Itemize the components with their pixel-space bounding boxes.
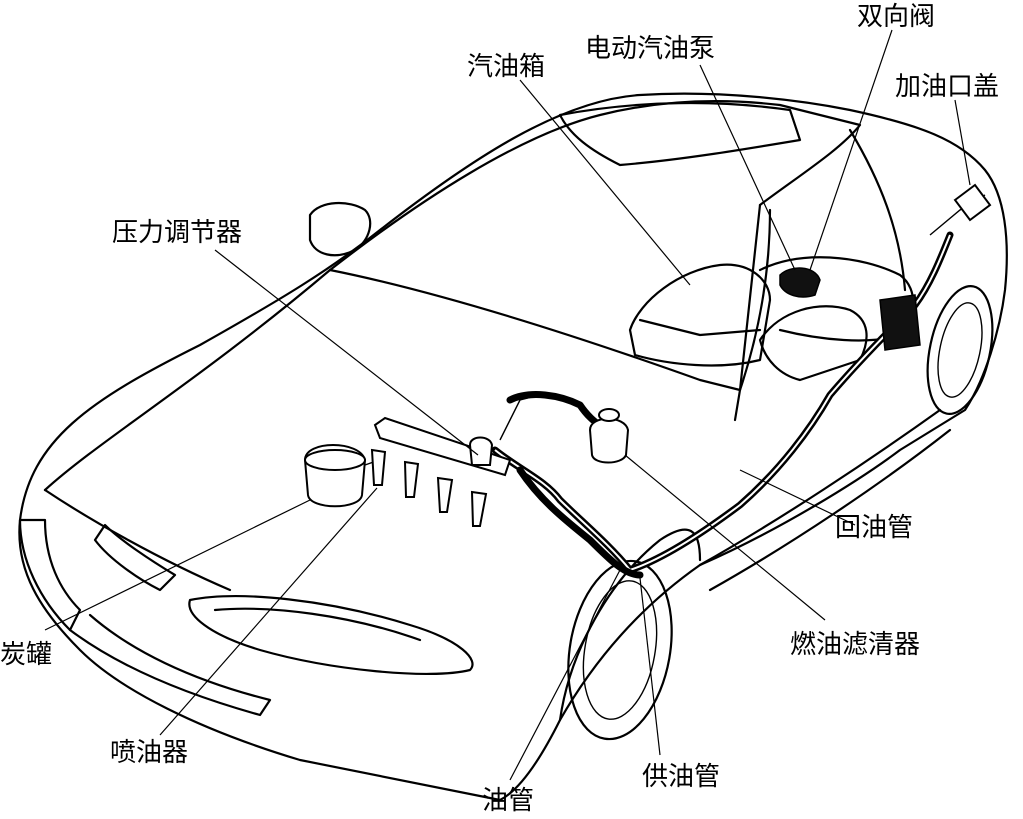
fuel-pump-icon [779, 267, 821, 298]
pressure-regulator-icon [468, 436, 494, 466]
fuel-filter-icon [588, 417, 630, 464]
label-injector: 喷油器 [110, 738, 189, 768]
injector-icons [370, 448, 488, 527]
car-body [18, 92, 1008, 802]
label-charcoal-canister: 炭罐 [0, 640, 53, 670]
label-fuel-filter: 燃油滤清器 [790, 630, 921, 660]
label-fuel-line: 油管 [482, 786, 535, 816]
label-return-pipe: 回油管 [835, 513, 914, 543]
label-filler-cap: 加油口盖 [895, 72, 1000, 102]
label-supply-pipe: 供油管 [642, 762, 721, 792]
filler-cap-icon [953, 183, 992, 222]
components [303, 183, 992, 527]
leader-lines [44, 29, 971, 781]
label-pressure-regulator: 压力调节器 [112, 218, 243, 248]
label-fuel-tank: 汽油箱 [467, 52, 546, 82]
label-two-way-valve: 双向阀 [857, 2, 936, 32]
label-electric-fuel-pump: 电动汽油泵 [585, 34, 716, 64]
